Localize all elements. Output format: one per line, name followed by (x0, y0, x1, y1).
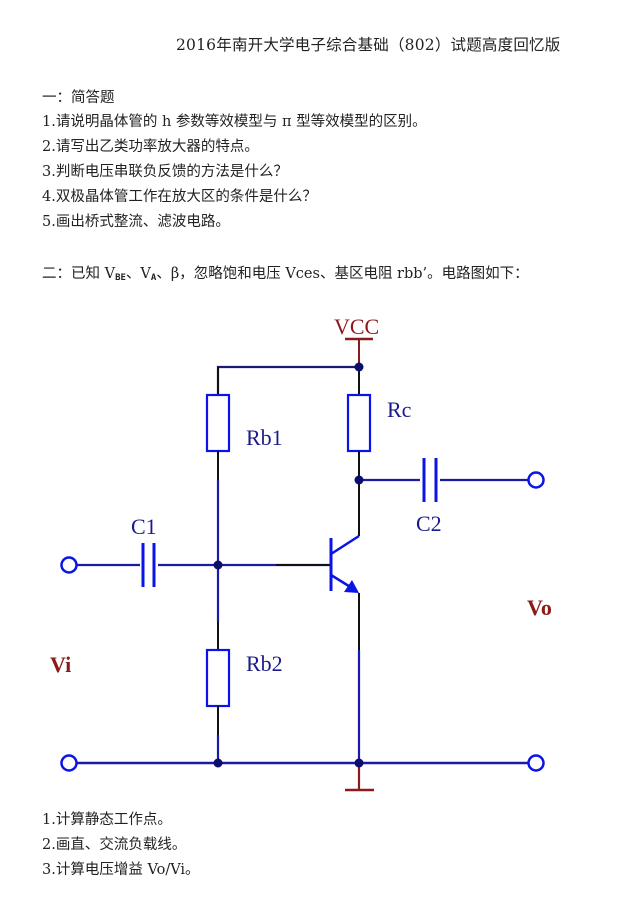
vcc-label: VCC (334, 314, 379, 339)
rb2-resistor (205, 648, 231, 708)
question-1-4: 4.双极晶体管工作在放大区的条件是什么？ (42, 189, 317, 205)
rb1-label: Rb1 (246, 425, 283, 450)
node-emitter-ground (354, 758, 364, 768)
question-1-3: 3.判断电压串联负反馈的方法是什么？ (42, 164, 288, 180)
vo-label: Vo (527, 595, 552, 620)
c1-label: C1 (131, 514, 157, 539)
top-rail-wire (216, 365, 359, 400)
rc-resistor (346, 393, 372, 453)
rb2-label: Rb2 (246, 651, 283, 676)
transistor-collector-leg (330, 534, 360, 556)
intro-prefix: 二：已知 V (42, 266, 116, 282)
intro-suffix: 、β，忽略饱和电压 Vces、基区电阻 rbb’。电路图如下： (156, 266, 529, 282)
subscript-be: BE (115, 273, 126, 283)
intro-mid: 、V (125, 266, 151, 282)
rb1-resistor (205, 393, 231, 453)
input-terminal-bottom (60, 754, 78, 772)
question-2-1: 1.计算静态工作点。 (42, 812, 172, 828)
emitter-arrow-icon (344, 580, 359, 593)
section2-intro: 二：已知 VBE、VA、β，忽略饱和电压 Vces、基区电阻 rbb’。电路图如… (42, 262, 529, 283)
vi-label: Vi (50, 652, 71, 677)
subscript-a: A (150, 273, 157, 283)
question-2-2: 2.画直、交流负载线。 (42, 837, 187, 853)
rc-label: Rc (387, 397, 412, 422)
input-terminal-top (60, 556, 78, 574)
question-1-5: 5.画出桥式整流、滤波电路。 (42, 214, 230, 230)
node-rb2-ground (213, 758, 223, 768)
document-title: 2016年南开大学电子综合基础（802）试题高度回忆版 (176, 36, 561, 54)
section1-heading: 一：简答题 (42, 90, 115, 106)
question-2-3: 3.计算电压增益 Vo/Vi。 (42, 862, 200, 878)
question-1-1: 1.请说明晶体管的 h 参数等效模型与 π 型等效模型的区别。 (42, 114, 427, 130)
node-collector (354, 475, 364, 485)
output-terminal-top (527, 471, 545, 489)
question-1-2: 2.请写出乙类功率放大器的特点。 (42, 139, 259, 155)
node-vcc (354, 362, 364, 372)
node-base (213, 560, 223, 570)
output-terminal-bottom (527, 754, 545, 772)
c2-label: C2 (416, 511, 442, 536)
